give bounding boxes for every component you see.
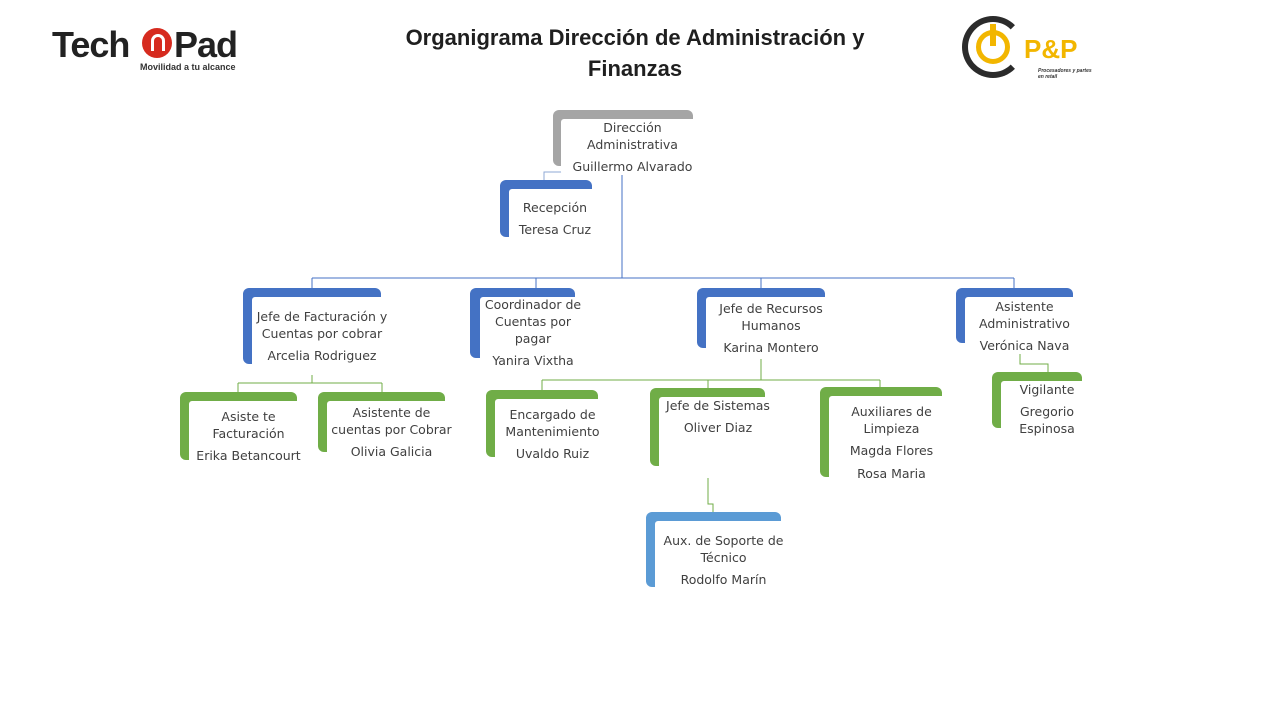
payables-card: Coordinador de Cuentas por pagar Yanira … — [480, 296, 586, 368]
director-role: Dirección Administrativa — [587, 120, 678, 152]
power-pin-icon — [142, 28, 172, 58]
billing-assistant-name: Erika Betancourt — [196, 448, 301, 463]
maintenance-card: Encargado de Mantenimiento Uvaldo Ruiz — [495, 399, 610, 468]
hr-head-role: Jefe de Recursos Humanos — [719, 301, 823, 333]
guard-role: Vigilante — [1019, 382, 1075, 397]
connector-level1-bus — [311, 277, 1015, 288]
systems-head-name: Oliver Diaz — [683, 420, 753, 435]
systems-head-card: Jefe de Sistemas Oliver Diaz — [659, 397, 777, 478]
cleaning-card: Auxiliares de Limpieza Magda Flores Rosa… — [829, 396, 954, 488]
hr-head-name: Karina Montero — [723, 340, 819, 355]
connector-billing-children — [237, 375, 383, 392]
cleaning-name-2: Rosa Maria — [857, 465, 926, 481]
maintenance-name: Uvaldo Ruiz — [515, 445, 590, 461]
reception-role: Recepción — [522, 199, 588, 215]
billing-head-role: Jefe de Facturación y Cuentas por cobrar — [256, 309, 388, 341]
techpad-logo-word-b: Pad — [174, 24, 238, 65]
connector-systems-support — [707, 478, 714, 512]
tech-support-name: Rodolfo Marín — [680, 571, 767, 587]
techpad-logo-word-a: Tech — [52, 24, 130, 65]
director-name: Guillermo Alvarado — [572, 159, 693, 174]
admin-assistant-card: Asistente Administrativo Verónica Nava — [965, 297, 1084, 354]
guard-card: Vigilante Gregorio Espinosa — [1001, 381, 1093, 437]
maintenance-role: Encargado de Mantenimiento — [505, 406, 600, 439]
connector-admin-guard — [1019, 352, 1049, 372]
tech-support-role: Aux. de Soporte de Técnico — [663, 532, 784, 565]
power-ring-icon — [962, 16, 1024, 78]
admin-assistant-name: Verónica Nava — [979, 337, 1070, 353]
reception-name: Teresa Cruz — [518, 221, 592, 237]
pp-logo: P&P Procesadores y partes en retail — [962, 16, 1092, 88]
reception-card: Recepción Teresa Cruz — [509, 189, 601, 247]
admin-assistant-role: Asistente Administrativo — [979, 298, 1070, 331]
techpad-logo: Tech Pad Movilidad a tu alcance — [52, 24, 252, 76]
billing-head-name: Arcelia Rodriguez — [267, 348, 377, 363]
director-card: Dirección Administrativa Guillermo Alvar… — [561, 119, 704, 175]
cleaning-name-1: Magda Flores — [849, 442, 934, 458]
guard-name: Gregorio Espinosa — [1019, 404, 1075, 436]
pp-logo-word: P&P — [1024, 34, 1078, 64]
cleaning-role: Auxiliares de Limpieza — [851, 403, 932, 436]
collections-assistant-name: Olivia Galicia — [350, 444, 433, 459]
billing-head-card: Jefe de Facturación y Cuentas por cobrar… — [252, 297, 392, 375]
collections-assistant-card: Asistente de cuentas por Cobrar Olivia G… — [327, 401, 456, 463]
power-stick — [990, 24, 996, 46]
hr-head-card: Jefe de Recursos Humanos Karina Montero — [706, 297, 836, 359]
tech-support-card: Aux. de Soporte de Técnico Rodolfo Marín — [655, 521, 792, 598]
billing-assistant-card: Asiste te Facturación Erika Betancourt — [189, 401, 308, 471]
page-title: Organigrama Dirección de Administración … — [405, 25, 865, 81]
techpad-tagline: Movilidad a tu alcance — [140, 62, 236, 72]
payables-name: Yanira Vixtha — [492, 352, 574, 368]
systems-head-role: Jefe de Sistemas — [666, 398, 770, 413]
pp-tagline: Procesadores y partes en retail — [1038, 68, 1092, 80]
connector-hr-children — [541, 358, 881, 390]
payables-role: Coordinador de Cuentas por pagar — [484, 296, 582, 346]
collections-assistant-role: Asistente de cuentas por Cobrar — [331, 405, 452, 437]
billing-assistant-role: Asiste te Facturación — [212, 409, 285, 441]
